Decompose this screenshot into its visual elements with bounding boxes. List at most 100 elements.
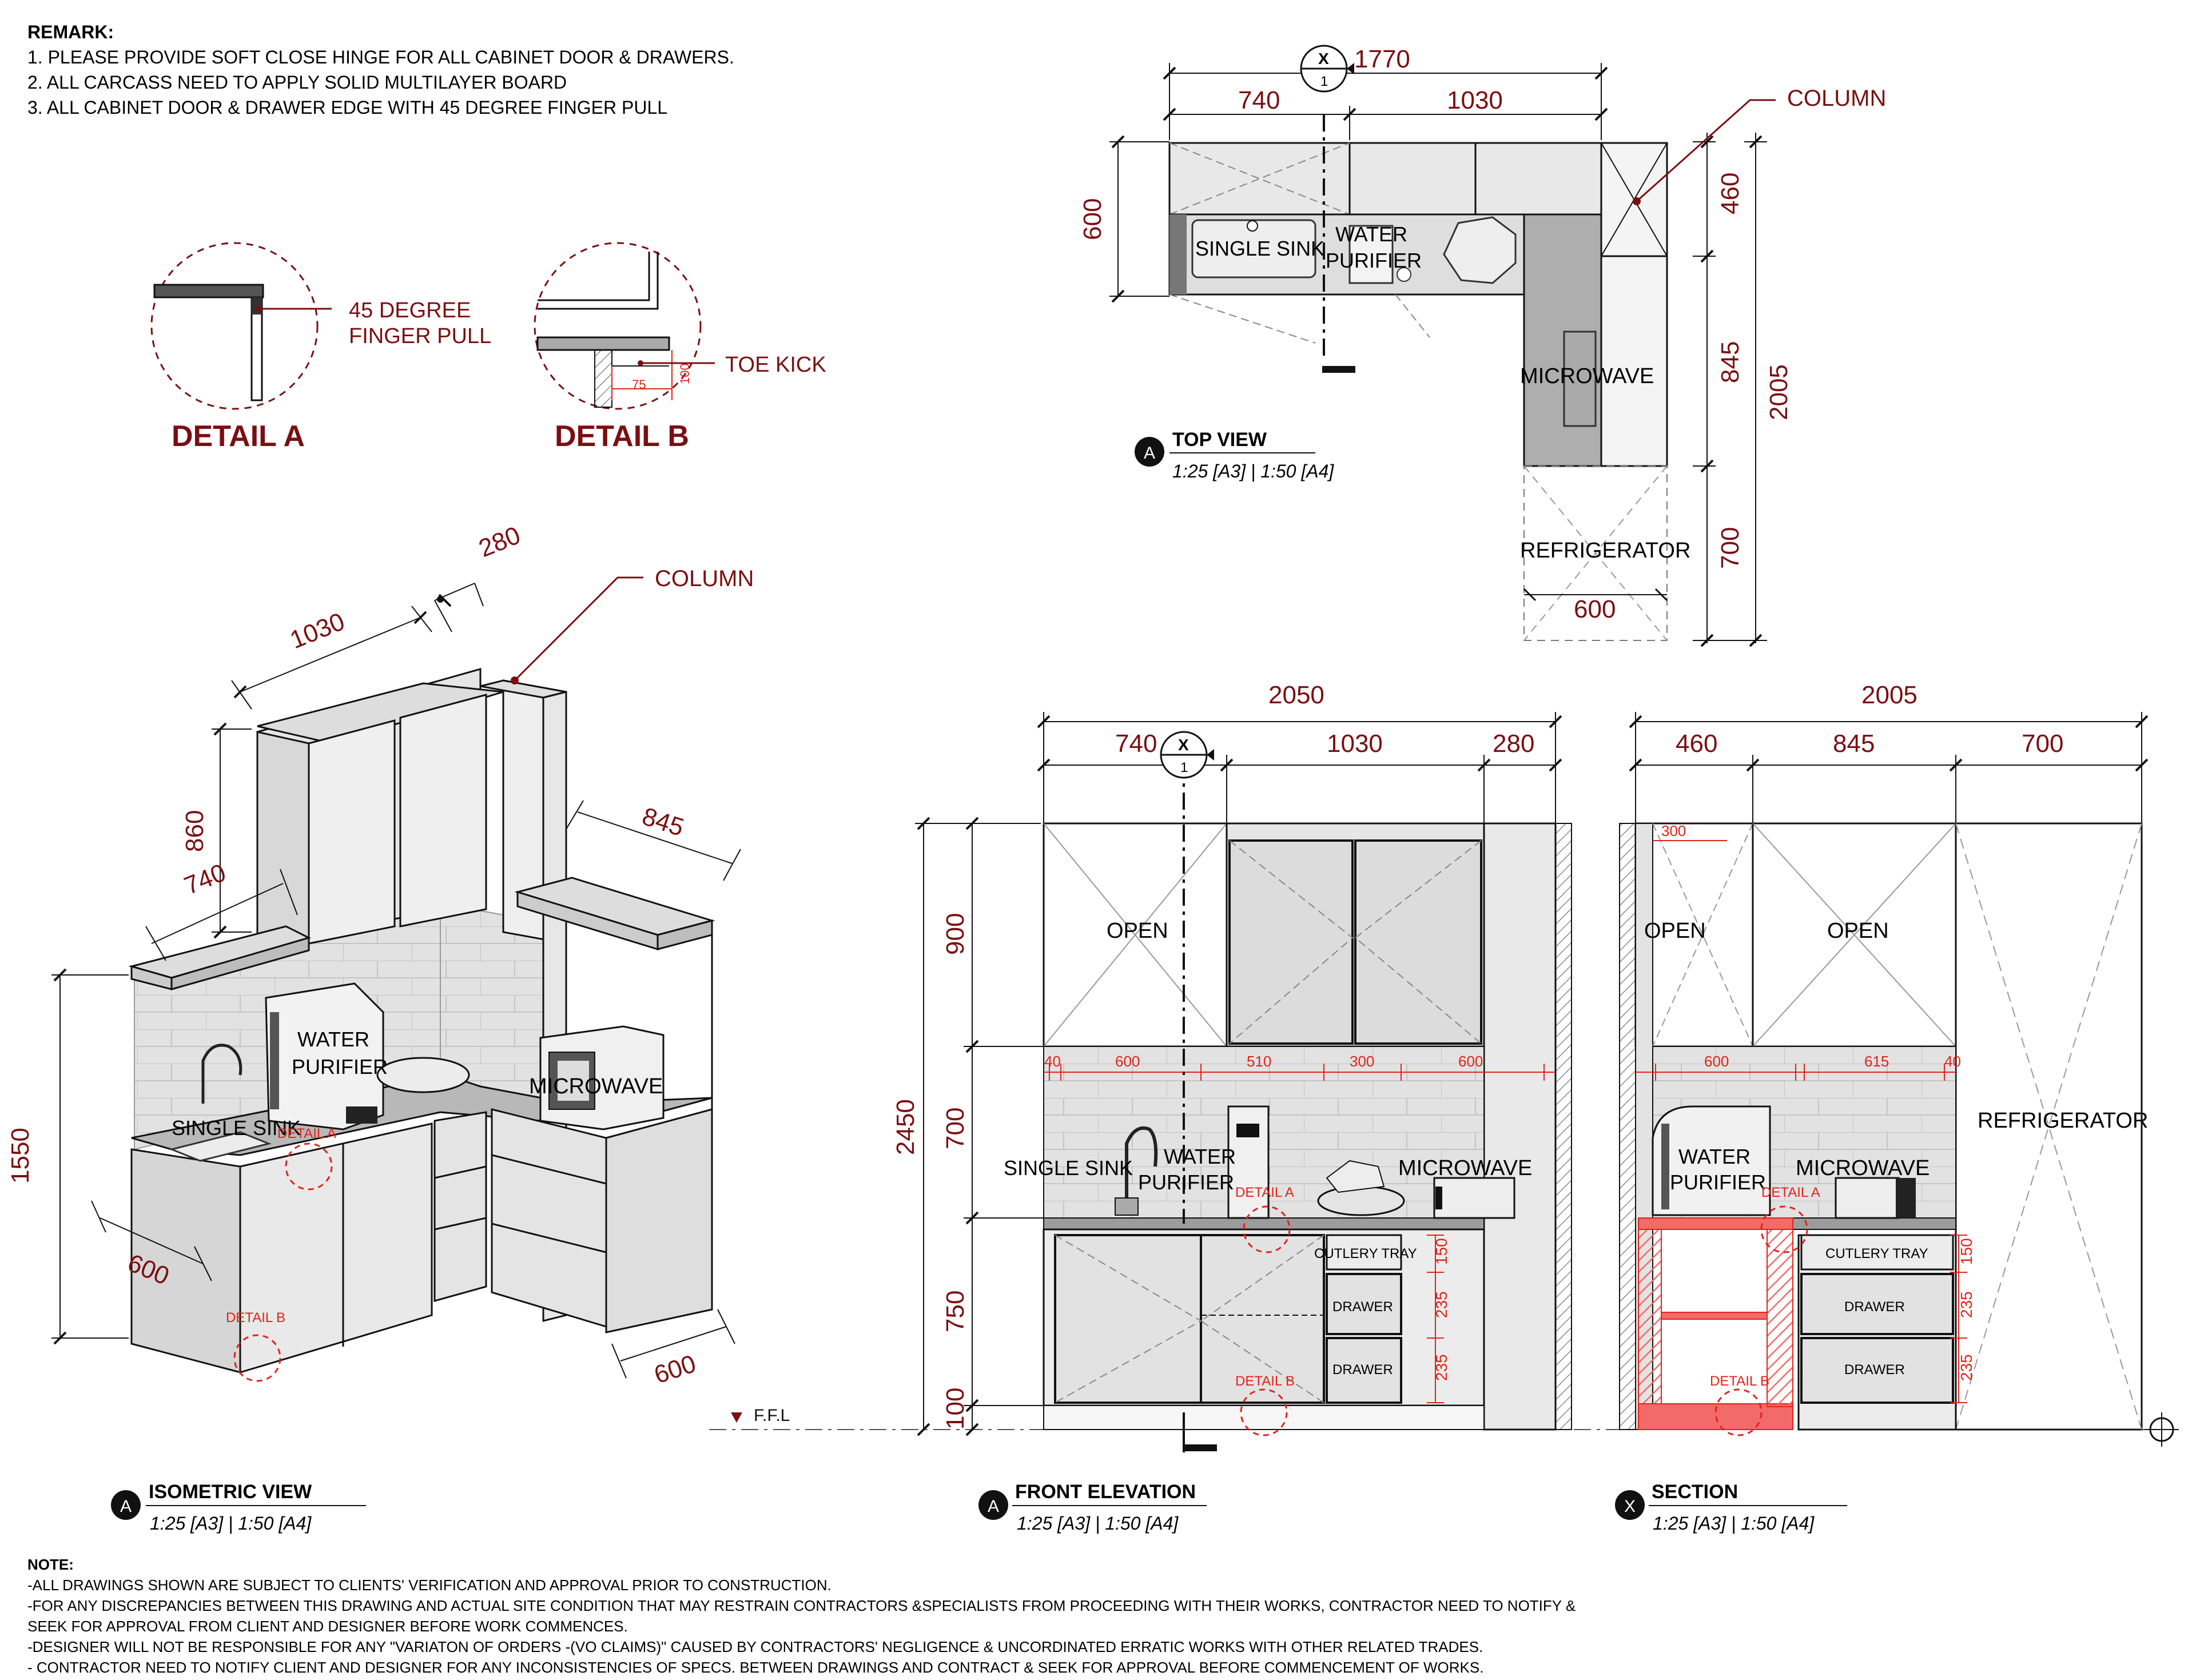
detail-b: 75 100 TOE KICK DETAIL B: [534, 242, 826, 453]
top-dim-fridge: 700: [1716, 527, 1744, 569]
top-section-mark-top: X: [1318, 50, 1329, 67]
detail-a-label-2: FINGER PULL: [349, 324, 491, 348]
top-view-title: TOP VIEW: [1172, 429, 1267, 451]
sec-purifier: PURIFIER: [1670, 1171, 1766, 1194]
sec-dim-845: 845: [1833, 730, 1875, 758]
fe-detail-b: DETAIL B: [1235, 1374, 1295, 1389]
fe-water: WATER: [1164, 1145, 1236, 1168]
top-dim-total-v: 2005: [1765, 364, 1793, 420]
fe-tile-dim-1: 600: [1115, 1053, 1140, 1070]
sec-dim-460: 460: [1676, 730, 1717, 758]
fe-tile-dim-2: 510: [1247, 1053, 1271, 1070]
sec-drawer1: DRAWER: [1844, 1299, 1905, 1315]
detail-b-dim-h: 100: [678, 363, 692, 384]
sec-open1: OPEN: [1644, 919, 1706, 943]
iso-view-title: ISOMETRIC VIEW: [149, 1481, 312, 1503]
sec-drawer2: DRAWER: [1844, 1362, 1905, 1378]
top-dim-right: 1030: [1447, 86, 1503, 114]
fe-dim-1030: 1030: [1327, 730, 1383, 758]
fe-dim-h-100: 100: [941, 1388, 969, 1430]
top-dim-fridge-w: 600: [1574, 595, 1616, 623]
fe-dim-740: 740: [1115, 730, 1157, 758]
fe-title: FRONT ELEVATION: [1015, 1481, 1196, 1503]
sec-detail-a: DETAIL A: [1761, 1185, 1820, 1200]
fe-detail-a: DETAIL A: [1235, 1185, 1294, 1200]
fe-single-sink: SINGLE SINK: [1004, 1156, 1133, 1180]
sec-tile-dim-1: 615: [1864, 1053, 1889, 1070]
sec-title: SECTION: [1652, 1481, 1738, 1503]
top-refrigerator: REFRIGERATOR: [1520, 539, 1690, 563]
remark-heading: REMARK:: [27, 22, 114, 42]
fe-drawer2: DRAWER: [1332, 1362, 1393, 1378]
fe-dim-280: 280: [1493, 730, 1534, 758]
top-view-badge: A: [1144, 444, 1155, 463]
remark-item: 1. PLEASE PROVIDE SOFT CLOSE HINGE FOR A…: [27, 47, 734, 67]
top-dim-mid: 845: [1716, 341, 1744, 383]
top-view-scale: 1:25 [A3] | 1:50 [A4]: [1172, 461, 1334, 481]
note-line: -DESIGNER WILL NOT BE RESPONSIBLE FOR AN…: [27, 1638, 1483, 1655]
note-line: -FOR ANY DISCREPANCIES BETWEEN THIS DRAW…: [27, 1597, 1576, 1614]
ffl-label: F.F.L: [754, 1406, 790, 1425]
iso-view-badge: A: [120, 1497, 132, 1516]
front-elevation: 2050 740 1030 280 2450 900 700 750 100: [892, 681, 1572, 1534]
fe-dim-h-750: 750: [941, 1291, 969, 1332]
sec-dim-300: 300: [1661, 822, 1686, 839]
sec-dim-total: 2005: [1861, 681, 1917, 709]
fe-section-mark-top: X: [1178, 736, 1189, 754]
sec-d150: 150: [1958, 1238, 1975, 1265]
fe-tile-dim-0: 40: [1044, 1053, 1061, 1070]
detail-b-label: TOE KICK: [725, 353, 826, 377]
fe-d235a: 235: [1433, 1291, 1450, 1318]
detail-b-title: DETAIL B: [555, 420, 689, 453]
sec-refrigerator: REFRIGERATOR: [1978, 1109, 2148, 1133]
section-view: 2005 460 845 700 300 600 615 40: [1615, 681, 2149, 1534]
fe-section-mark-bottom: 1: [1180, 760, 1188, 775]
sec-d235a: 235: [1958, 1291, 1975, 1318]
fe-dim-h-700: 700: [941, 1108, 969, 1149]
fe-d235b: 235: [1433, 1354, 1450, 1381]
note-block: NOTE: -ALL DRAWINGS SHOWN ARE SUBJECT TO…: [27, 1554, 2143, 1678]
sec-scale: 1:25 [A3] | 1:50 [A4]: [1653, 1513, 1815, 1534]
note-line: SEEK FOR APPROVAL FROM CLIENT AND DESIGN…: [27, 1618, 628, 1635]
iso-dim-845: 845: [639, 802, 687, 842]
top-dim-depth: 600: [1079, 198, 1107, 240]
detail-a-label-1: 45 DEGREE: [349, 298, 471, 323]
note-heading: NOTE:: [27, 1556, 74, 1573]
iso-dim-600b: 600: [651, 1349, 699, 1389]
sec-open2: OPEN: [1827, 919, 1889, 943]
fe-drawer1: DRAWER: [1332, 1299, 1393, 1315]
note-line: - CONTRACTOR NEED TO NOTIFY CLIENT AND D…: [27, 1659, 1484, 1676]
note-line: -ALL DRAWINGS SHOWN ARE SUBJECT TO CLIEN…: [27, 1577, 832, 1594]
top-dim-left: 740: [1238, 86, 1280, 114]
iso-detail-a: DETAIL A: [277, 1126, 336, 1141]
sec-d235b: 235: [1958, 1354, 1975, 1381]
remark-block: REMARK: 1. PLEASE PROVIDE SOFT CLOSE HIN…: [27, 19, 734, 120]
iso-single-sink: SINGLE SINK: [172, 1116, 301, 1140]
top-single-sink: SINGLE SINK: [1195, 237, 1324, 260]
fe-d150: 150: [1433, 1238, 1450, 1265]
iso-water: WATER: [297, 1028, 369, 1051]
fe-badge: A: [988, 1497, 999, 1516]
detail-b-dim-w: 75: [632, 377, 646, 392]
iso-detail-b: DETAIL B: [226, 1310, 285, 1325]
sec-water: WATER: [1678, 1145, 1751, 1168]
iso-dim-1030: 1030: [286, 607, 348, 654]
sec-badge: X: [1624, 1497, 1636, 1516]
fe-scale: 1:25 [A3] | 1:50 [A4]: [1017, 1513, 1179, 1534]
top-view: 1770 740 1030 600 460 845 700 2005: [1079, 45, 1886, 647]
isometric-view: 1550 860 1030 280 740 845 600 600 COLUMN…: [6, 521, 754, 1534]
detail-a-title: DETAIL A: [172, 420, 305, 453]
sec-cutlery: CUTLERY TRAY: [1825, 1246, 1928, 1261]
detail-a: 45 DEGREE FINGER PULL DETAIL A: [150, 242, 491, 453]
fe-cutlery: CUTLERY TRAY: [1314, 1246, 1417, 1261]
top-microwave: MICROWAVE: [1520, 364, 1654, 388]
fe-dim-h-total: 2450: [892, 1099, 920, 1155]
remark-item: 2. ALL CARCASS NEED TO APPLY SOLID MULTI…: [27, 72, 567, 93]
sec-detail-b: DETAIL B: [1710, 1374, 1769, 1389]
sec-tile-dim-0: 600: [1704, 1053, 1729, 1070]
iso-dim-740: 740: [180, 858, 229, 900]
sec-tile-dim-2: 40: [1944, 1053, 1961, 1070]
iso-dim-1550: 1550: [6, 1128, 34, 1184]
fe-purifier: PURIFIER: [1138, 1171, 1234, 1194]
